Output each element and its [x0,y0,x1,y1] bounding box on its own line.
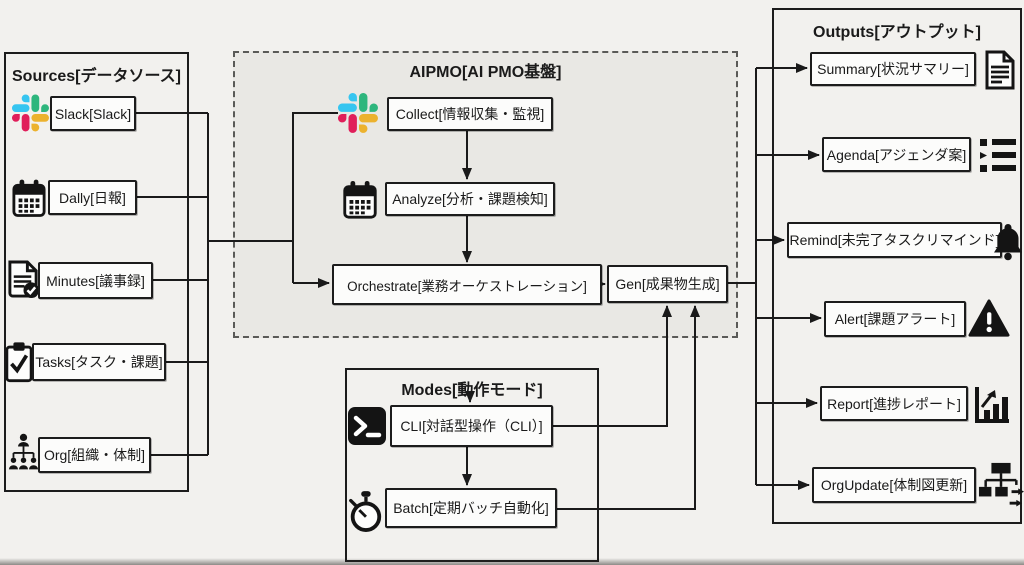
calendar-icon [343,180,377,219]
source-minutes-node: Minutes[議事録] [38,262,153,299]
terminal-icon [348,407,386,445]
analyze-node: Analyze[分析・課題検知] [385,182,555,216]
bell-icon [994,224,1022,261]
outputs-panel-title: Outputs[アウトプット] [813,24,981,41]
batch-node: Batch[定期バッチ自動化] [385,488,557,528]
document-check-icon [8,260,40,298]
warning-triangle-icon [968,299,1010,337]
slack-logo-icon [12,94,49,132]
sources-panel-title: Sources[データソース] [12,68,181,85]
source-org-node: Org[組織・体制] [38,437,151,473]
source-tasks-node: Tasks[タスク・課題] [32,343,166,381]
output-alert-node: Alert[課題アラート] [824,301,966,337]
calendar-icon [12,179,46,217]
stopwatch-icon [349,491,382,532]
outputs-panel: Outputs[アウトプット] [772,8,1022,524]
gen-node: Gen[成果物生成] [607,265,728,303]
output-orgupdate-node: OrgUpdate[体制図更新] [812,467,976,503]
modes-panel-title: Modes[動作モード] [401,382,543,399]
bar-chart-icon [975,387,1009,423]
collect-node: Collect[情報収集・監視] [387,97,553,131]
source-daily-node: Dally[日報] [48,180,137,215]
output-remind-node: Remind[未完了タスクリマインド] [787,222,1002,258]
aipmo-panel-title: AIPMO[AI PMO基盤] [409,64,562,81]
output-agenda-node: Agenda[アジェンダ案] [822,137,971,172]
output-report-node: Report[進捗レポート] [820,386,968,421]
sources-panel: Sources[データソース] [4,52,189,492]
photo-edge-shadow [0,558,1024,565]
org-chart-update-icon [978,462,1024,507]
list-icon [980,139,1016,172]
clipboard-check-icon [5,342,33,383]
output-summary-node: Summary[状況サマリー] [810,52,976,86]
slack-logo-icon [338,93,378,133]
org-chart-icon [8,433,39,470]
orchestrate-node: Orchestrate[業務オーケストレーション] [332,264,602,305]
source-slack-node: Slack[Slack] [50,96,136,131]
document-icon [985,50,1015,90]
cli-node: CLI[対話型操作（CLI）] [390,405,553,447]
